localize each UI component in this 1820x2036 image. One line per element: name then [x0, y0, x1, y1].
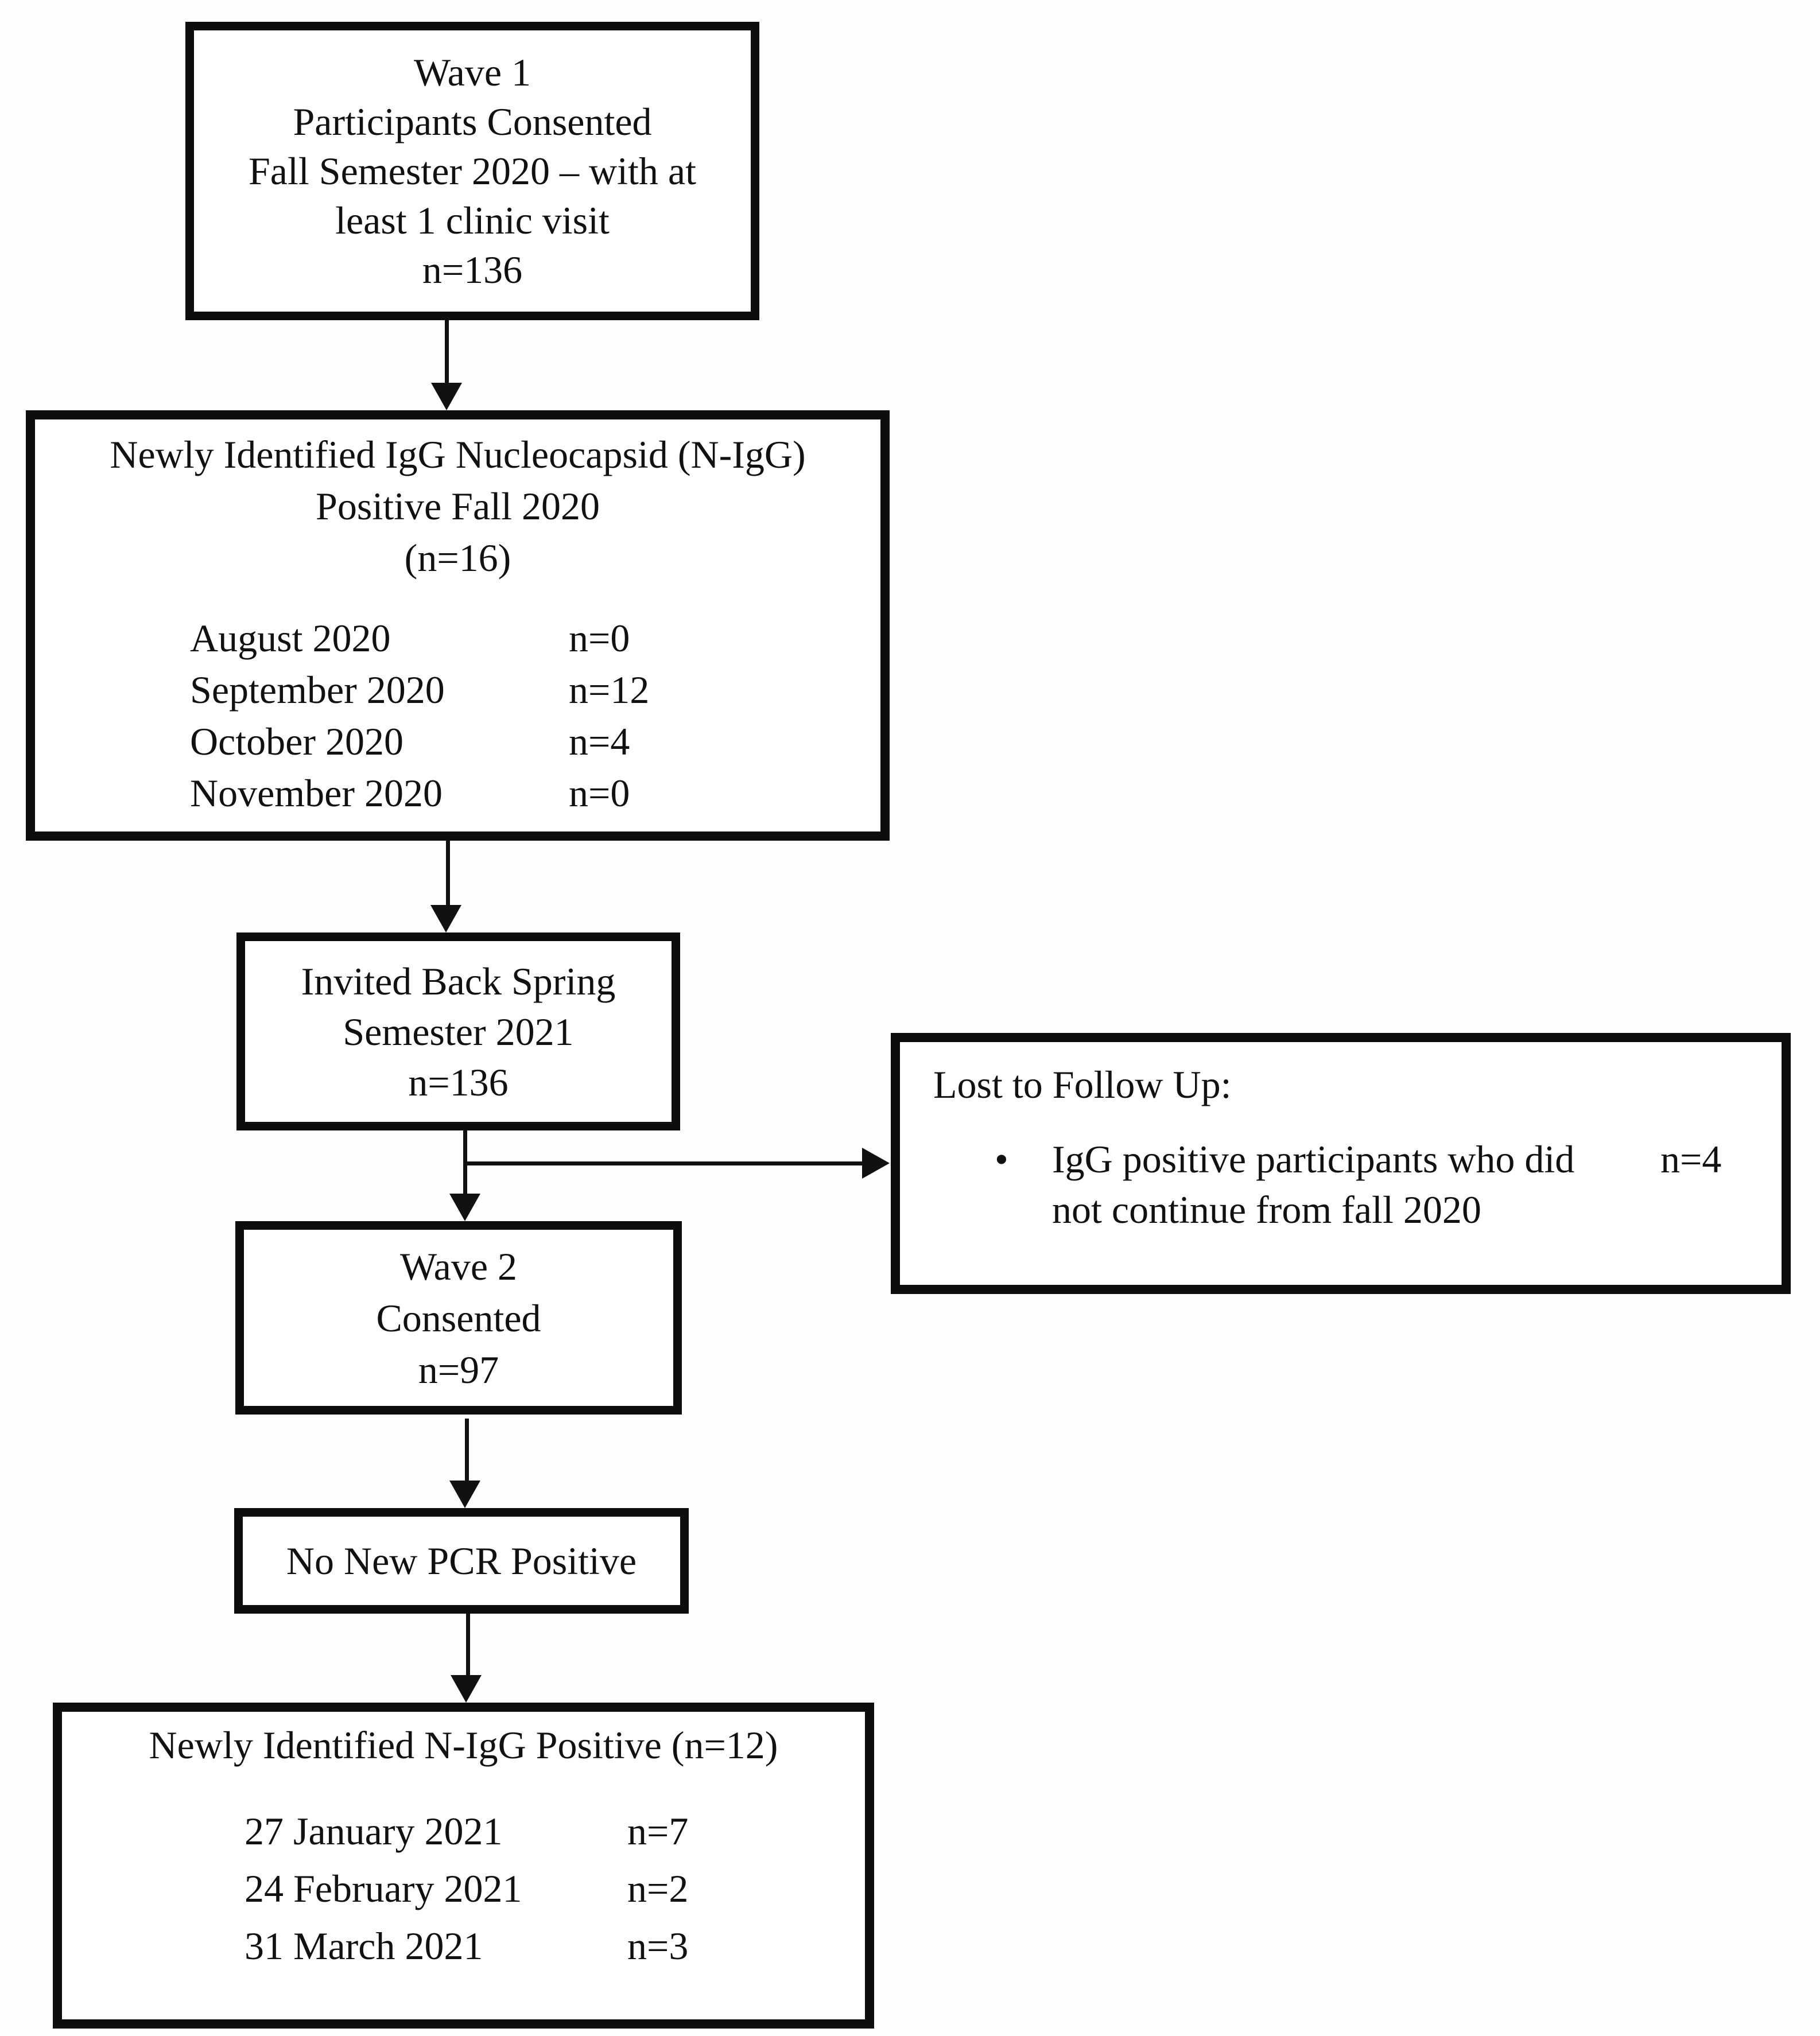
month-row: August 2020 n=0	[35, 612, 880, 664]
box-invited-count: n=136	[408, 1060, 509, 1104]
box-wave1-line: least 1 clinic visit	[335, 199, 610, 242]
box-invited-line: Invited Back Spring	[301, 959, 616, 1003]
arrow-down	[449, 1481, 480, 1508]
date-row: 27 January 2021 n=7	[62, 1802, 865, 1860]
lost-bullet-text: IgG positive participants who did not co…	[1052, 1137, 1575, 1231]
box-invited-back-spring: Invited Back Spring Semester 2021 n=136	[236, 932, 680, 1130]
box-spring-2021-positive: Newly Identified N-IgG Positive (n=12) 2…	[53, 1703, 874, 2029]
arrow-down	[449, 1194, 480, 1221]
month-count: n=0	[569, 771, 630, 815]
date-label: 27 January 2021	[245, 1809, 503, 1853]
box-fall-positive-title-line: Positive Fall 2020	[316, 484, 600, 528]
box-wave2-consented: Wave 2 Consented n=97	[235, 1221, 682, 1415]
month-label: October 2020	[190, 720, 404, 763]
date-count: n=7	[627, 1809, 689, 1853]
arrow-down	[451, 1675, 482, 1703]
arrow-down	[431, 383, 462, 410]
month-label: November 2020	[190, 771, 443, 815]
bullet-icon: •	[995, 1137, 1008, 1181]
connector-wave2-to-pcr	[465, 1419, 469, 1483]
arrow-down	[430, 905, 461, 932]
month-row: November 2020 n=0	[35, 767, 880, 819]
lost-title: Lost to Follow Up:	[933, 1063, 1232, 1106]
date-count: n=2	[627, 1867, 689, 1910]
month-count: n=12	[569, 668, 650, 712]
month-row: October 2020 n=4	[35, 716, 880, 767]
date-row: 24 February 2021 n=2	[62, 1860, 865, 1917]
box-fall-positive-title-line: Newly Identified IgG Nucleocapsid (N-IgG…	[110, 433, 806, 476]
connector-fall-to-invited	[446, 841, 450, 908]
box-wave1-line: Wave 1	[413, 50, 531, 94]
box-invited-line: Semester 2021	[343, 1009, 574, 1054]
connector-pcr-to-spring	[466, 1614, 470, 1678]
date-row: 31 March 2021 n=3	[62, 1917, 865, 1975]
box-wave1-consented: Wave 1 Participants Consented Fall Semes…	[185, 22, 759, 320]
date-label: 31 March 2021	[245, 1924, 483, 1968]
connector-branch-to-lost	[465, 1161, 864, 1165]
arrow-right	[862, 1148, 890, 1179]
box-wave2-count: n=97	[418, 1347, 499, 1392]
month-count: n=4	[569, 720, 630, 763]
box-pcr-line: No New PCR Positive	[286, 1539, 637, 1583]
month-label: August 2020	[190, 616, 391, 660]
box-wave1-line: Fall Semester 2020 – with at	[248, 149, 696, 193]
monthly-counts-list: August 2020 n=0 September 2020 n=12 Octo…	[35, 612, 880, 819]
lost-bullet-row: • IgG positive participants who did not …	[900, 1134, 1782, 1235]
box-spring-positive-title: Newly Identified N-IgG Positive (n=12)	[149, 1723, 778, 1767]
box-wave2-line: Consented	[376, 1296, 541, 1340]
box-wave1-line: Participants Consented	[293, 100, 652, 143]
date-label: 24 February 2021	[245, 1867, 522, 1910]
box-no-new-pcr-positive: No New PCR Positive	[234, 1508, 689, 1614]
lost-count: n=4	[1660, 1137, 1722, 1181]
box-fall-positive-title-count: (n=16)	[404, 536, 511, 580]
month-label: September 2020	[190, 668, 445, 712]
box-wave1-count: n=136	[422, 248, 523, 292]
date-counts-list: 27 January 2021 n=7 24 February 2021 n=2…	[62, 1802, 865, 1975]
box-wave2-line: Wave 2	[399, 1244, 518, 1288]
box-lost-to-follow-up: Lost to Follow Up: • IgG positive partic…	[891, 1033, 1791, 1294]
month-row: September 2020 n=12	[35, 664, 880, 716]
box-fall-2020-positive: Newly Identified IgG Nucleocapsid (N-IgG…	[26, 410, 890, 841]
date-count: n=3	[627, 1924, 689, 1968]
month-count: n=0	[569, 616, 630, 660]
connector-wave1-to-fall	[445, 320, 449, 387]
